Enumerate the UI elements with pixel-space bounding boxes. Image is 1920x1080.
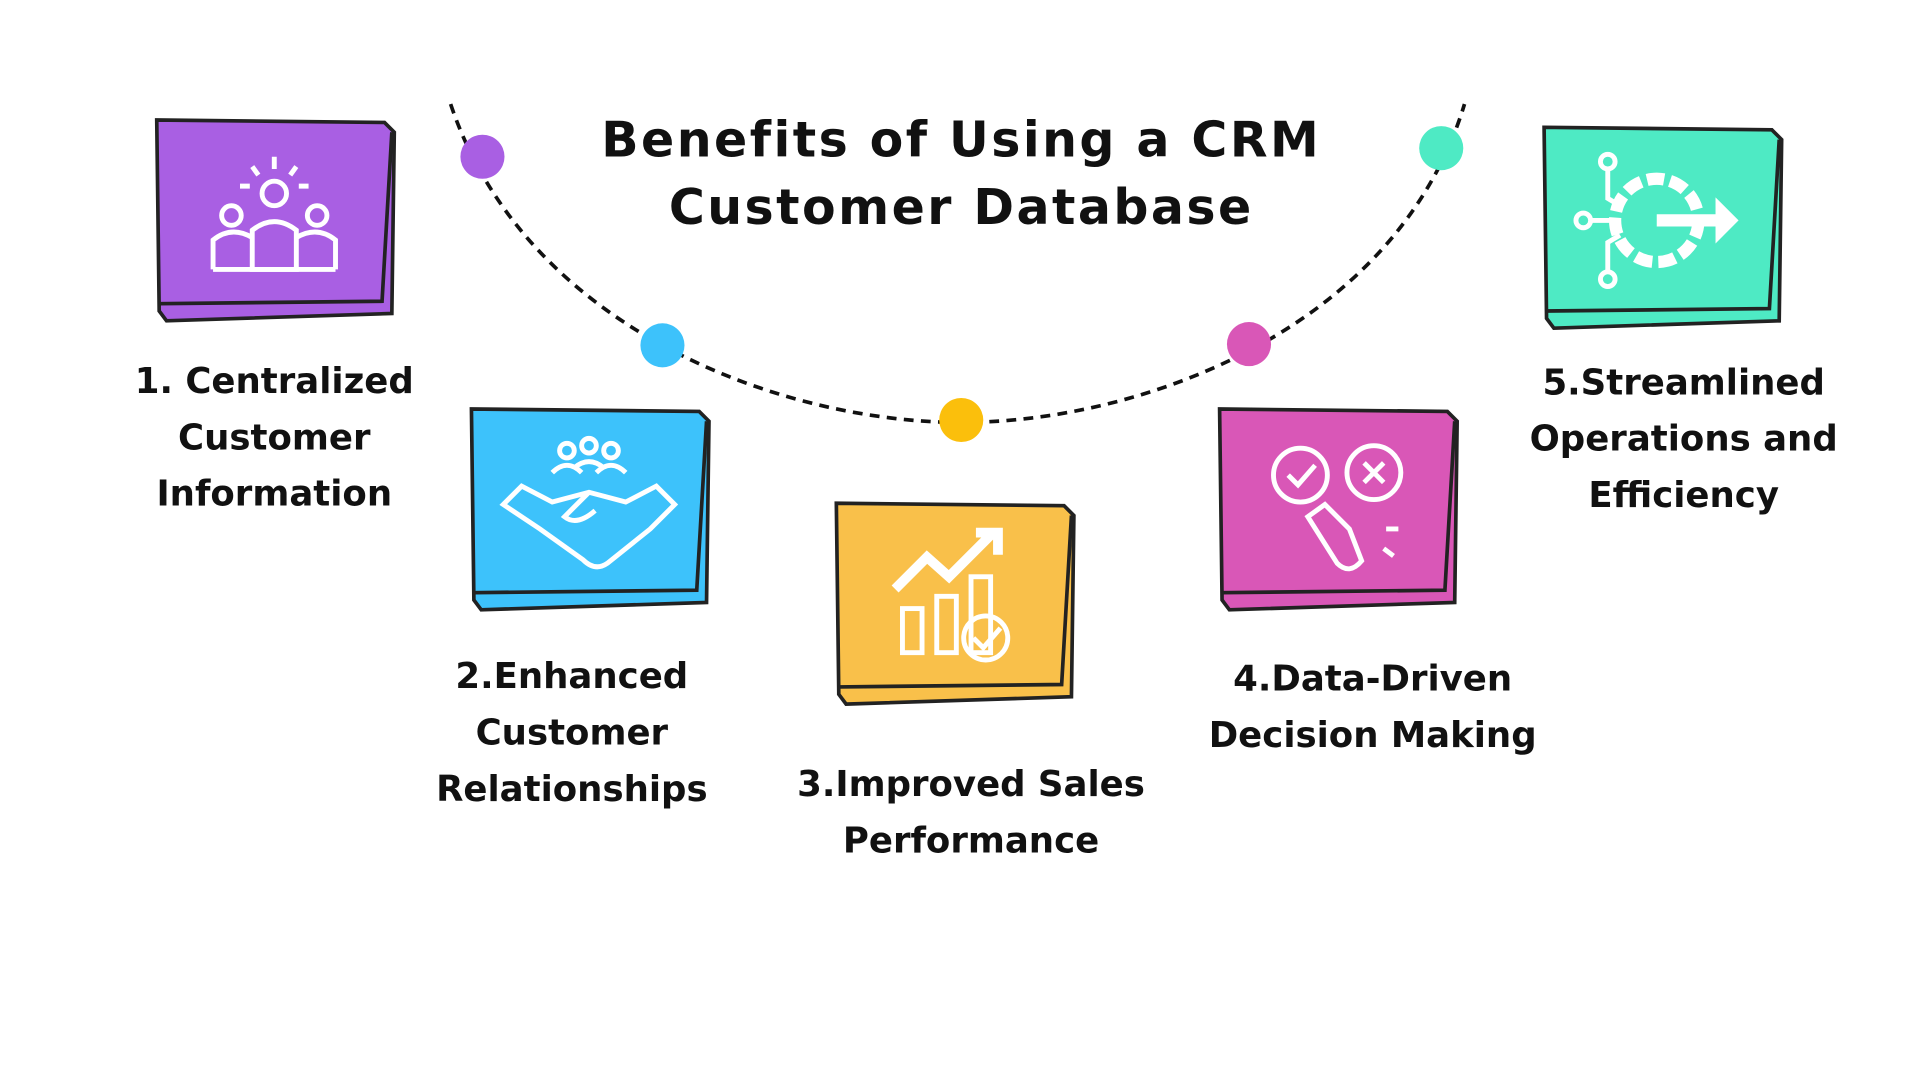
team-leader-icon xyxy=(210,156,338,272)
label-line: Performance xyxy=(842,819,1100,861)
benefit-card-1 xyxy=(152,118,397,326)
gear-process-icon xyxy=(1573,151,1739,289)
benefit-label-3: 3.Improved Sales Performance xyxy=(797,756,1145,869)
handshake-icon xyxy=(499,435,679,570)
label-line: Relationships xyxy=(436,767,708,810)
benefit-label-2: 2.Enhanced Customer Relationships xyxy=(436,648,708,817)
title-line-2: Customer Database xyxy=(668,180,1254,237)
label-line: Efficiency xyxy=(1588,473,1780,516)
benefit-card-2 xyxy=(467,407,712,615)
label-line: Information xyxy=(156,472,393,515)
label-line: Operations and xyxy=(1529,417,1838,460)
dot-pink xyxy=(1226,322,1272,367)
benefit-label-1: 1. Centralized Customer Information xyxy=(135,353,414,522)
label-line: 3.Improved Sales xyxy=(797,762,1145,805)
page-title: Benefits of Using a CRM Customer Databas… xyxy=(539,108,1384,243)
label-line: 4.Data-Driven xyxy=(1233,657,1513,700)
dot-teal xyxy=(1419,126,1464,171)
decision-icon xyxy=(1271,443,1404,572)
dot-purple xyxy=(460,134,505,179)
label-line: Customer xyxy=(475,711,669,754)
label-line: 2.Enhanced xyxy=(455,655,689,697)
benefit-card-5 xyxy=(1539,125,1784,333)
growth-chart-icon xyxy=(891,527,1011,663)
label-line: Decision Making xyxy=(1208,713,1537,756)
benefit-label-4: 4.Data-Driven Decision Making xyxy=(1209,650,1537,763)
benefit-label-5: 5.Streamlined Operations and Efficiency xyxy=(1530,354,1838,523)
benefit-card-3 xyxy=(831,501,1076,709)
dot-blue xyxy=(640,323,685,368)
benefit-card-4 xyxy=(1215,407,1460,615)
title-line-1: Benefits of Using a CRM xyxy=(601,112,1322,169)
label-line: Customer xyxy=(178,416,371,458)
dot-yellow xyxy=(939,397,984,443)
label-line: 5.Streamlined xyxy=(1542,361,1825,403)
label-line: 1. Centralized xyxy=(134,360,414,402)
